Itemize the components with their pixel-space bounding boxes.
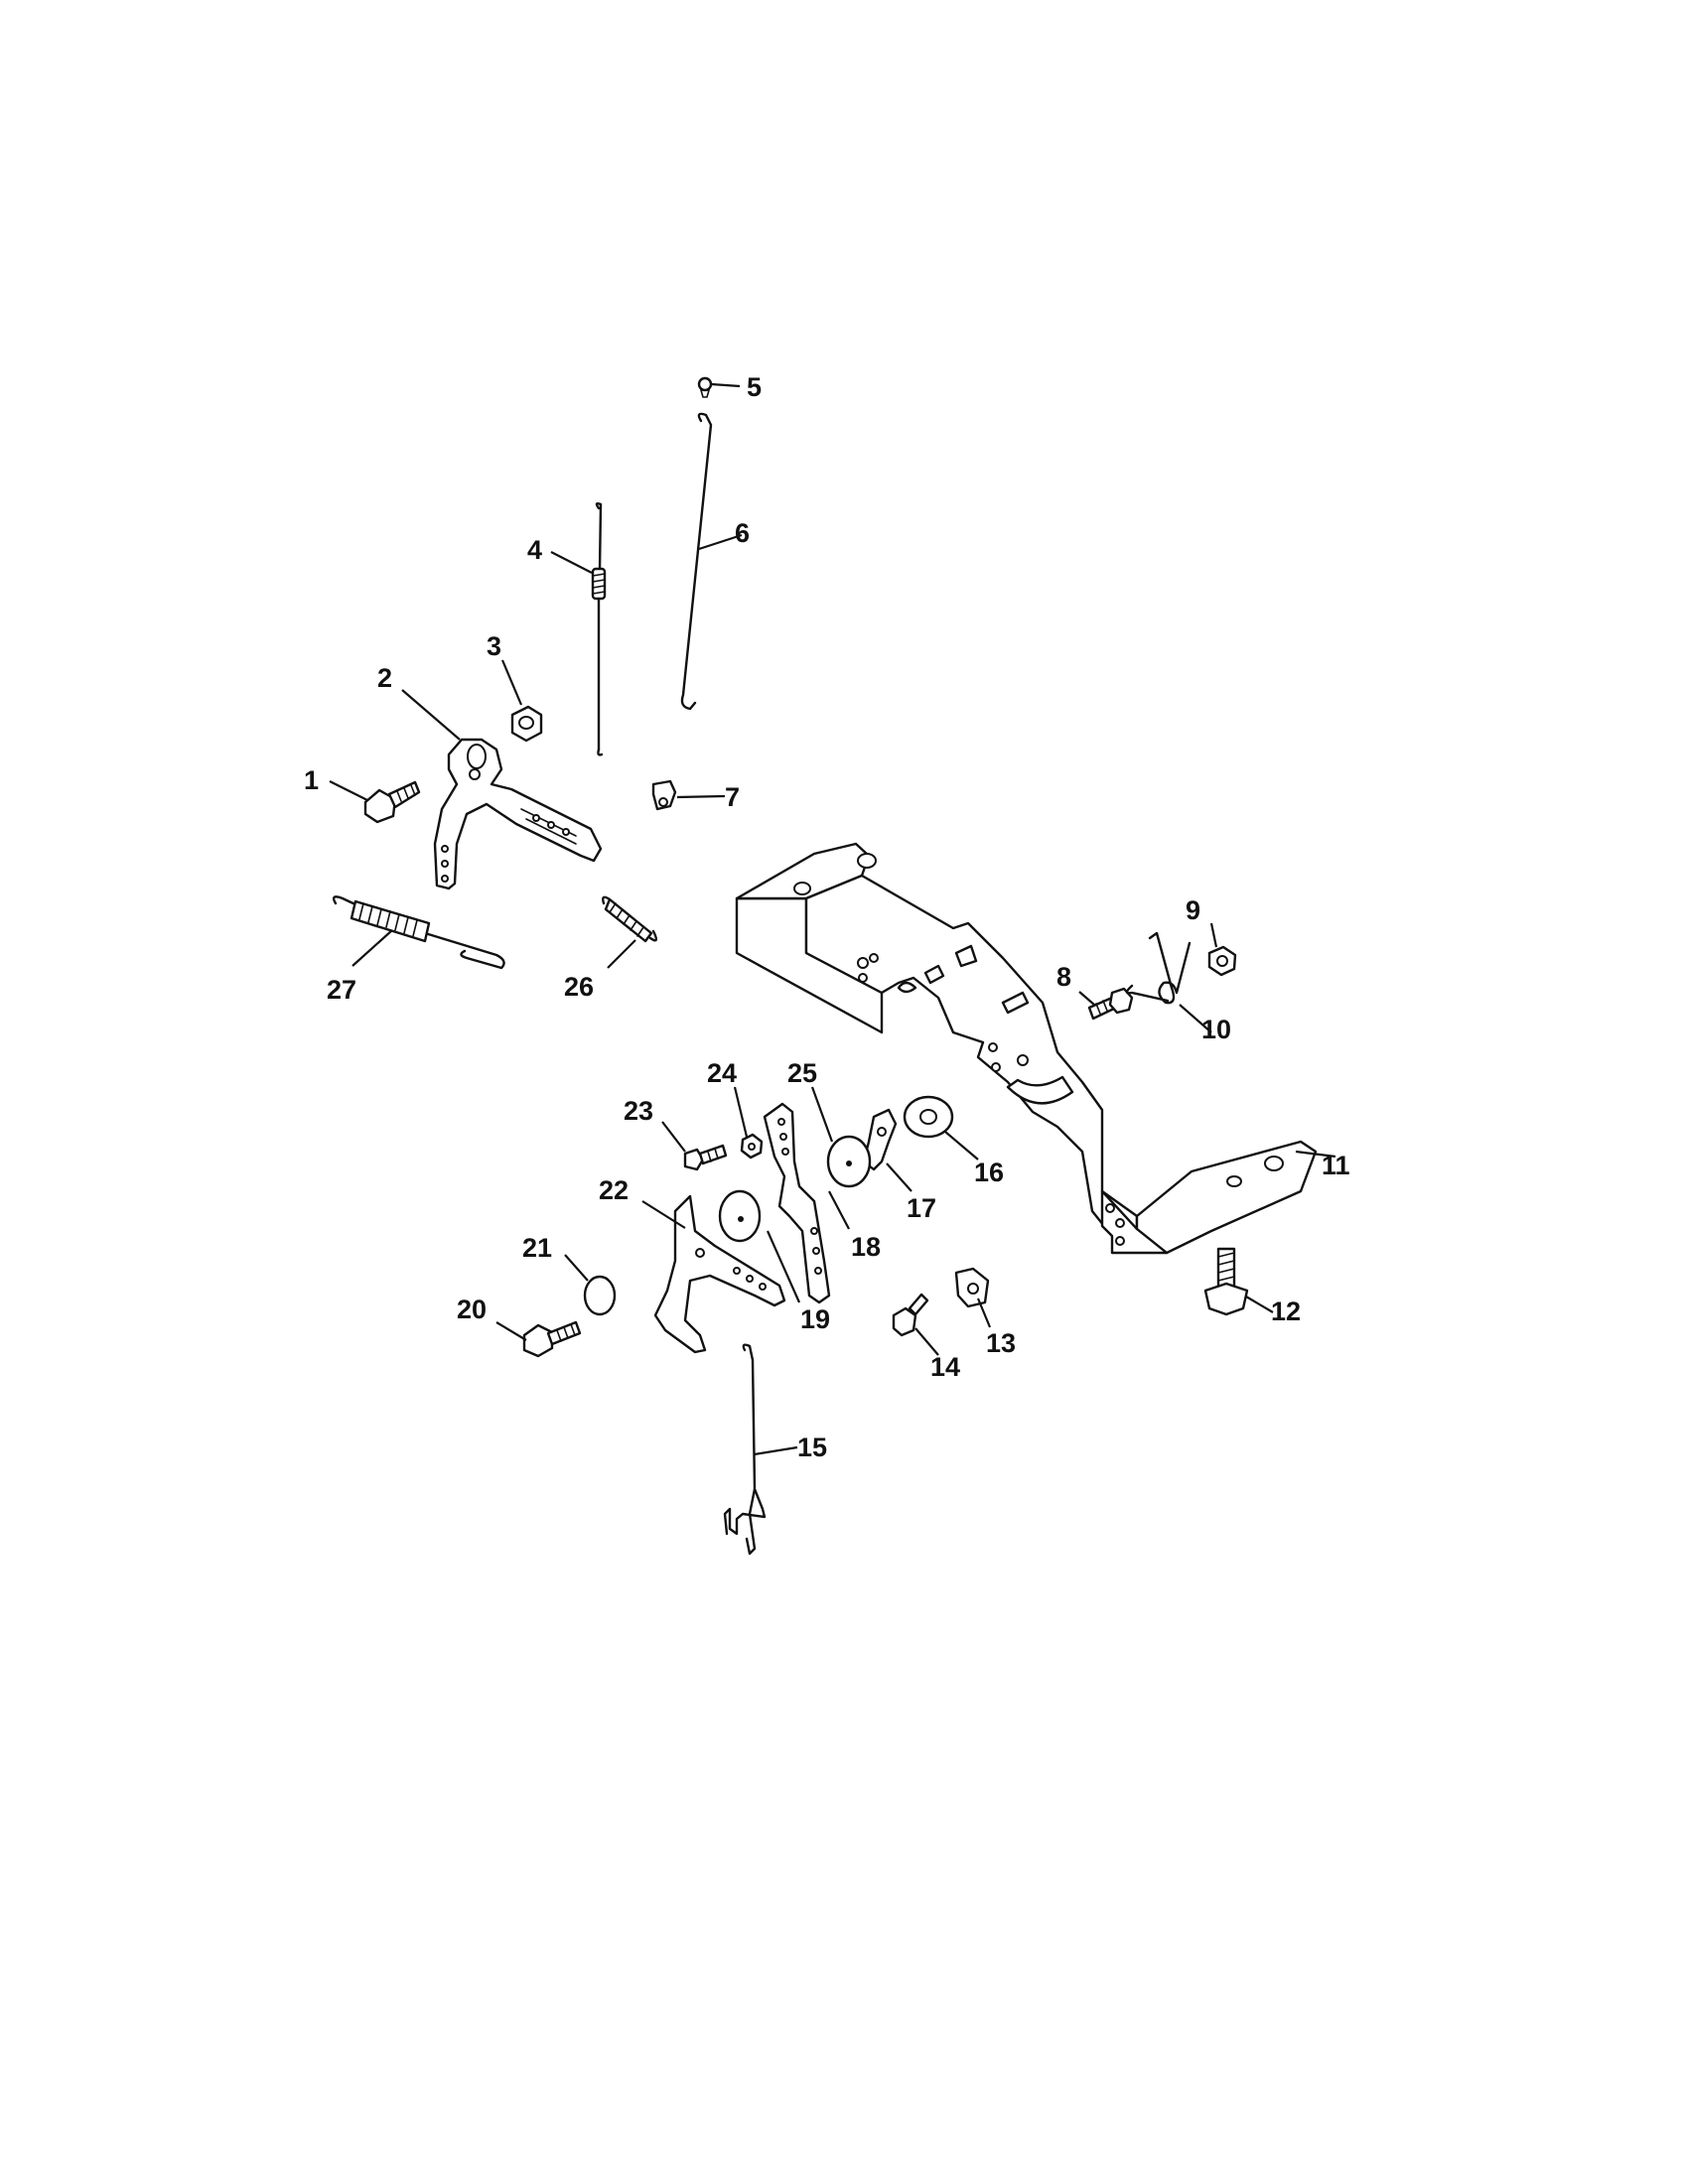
flange-bolt-part-12: [1203, 1247, 1249, 1316]
callout-21: 21: [522, 1233, 552, 1263]
callout-20: 20: [457, 1295, 487, 1324]
throttle-lever-part-18: [763, 1102, 831, 1304]
callout-11: 11: [1322, 1151, 1350, 1180]
governor-spring-rod-part: [591, 501, 607, 756]
screw-part-14: [892, 1293, 929, 1337]
callout-5: 5: [747, 372, 762, 402]
callout-7: 7: [725, 782, 740, 812]
callout-22: 22: [599, 1175, 629, 1205]
throttle-link-part: [680, 412, 713, 711]
bolt-part-1: [363, 780, 421, 824]
clip-part-13: [954, 1267, 990, 1308]
callout-13: 13: [986, 1328, 1016, 1358]
washer-part-16: [903, 1095, 954, 1139]
callout-6: 6: [735, 518, 750, 548]
callout-27: 27: [327, 975, 356, 1005]
leader-lines: [329, 382, 1336, 1456]
callout-10: 10: [1201, 1015, 1231, 1044]
clip-part-7: [651, 779, 677, 811]
governor-lever-part: [433, 738, 603, 890]
washer-part-21: [583, 1275, 617, 1316]
control-bracket-part: [735, 842, 1318, 1255]
nut-part-3: [510, 705, 543, 743]
callout-17: 17: [907, 1193, 936, 1223]
callout-24: 24: [707, 1058, 737, 1088]
washer-part-19: [718, 1189, 762, 1243]
callout-4: 4: [527, 535, 542, 565]
small-spring-part-26: [602, 895, 658, 943]
callout-23: 23: [624, 1096, 653, 1126]
callout-1: 1: [304, 765, 319, 795]
callout-14: 14: [930, 1352, 960, 1382]
bolt-part-8: [1087, 987, 1134, 1021]
link-rod-part-15: [723, 1343, 767, 1556]
screw-part-23: [683, 1144, 728, 1171]
nut-part-9: [1207, 945, 1237, 977]
callout-2: 2: [377, 663, 392, 693]
nut-part-24: [740, 1133, 764, 1160]
callout-15: 15: [797, 1433, 827, 1462]
callout-12: 12: [1271, 1297, 1301, 1326]
bolt-part-20: [522, 1320, 582, 1358]
washer-part-25: [826, 1135, 872, 1188]
callout-26: 26: [564, 972, 594, 1002]
callout-labels: 1 2 3 4 5 6 7 8 9 10 11 12 13 14 15 16 1…: [304, 372, 1350, 1462]
callout-9: 9: [1186, 895, 1200, 925]
large-spring-part-27: [332, 895, 505, 970]
callout-25: 25: [787, 1058, 817, 1088]
callout-8: 8: [1056, 962, 1071, 992]
spring-clip-part-10: [1125, 931, 1192, 1005]
callout-18: 18: [851, 1232, 881, 1262]
callout-3: 3: [487, 631, 501, 661]
callout-19: 19: [800, 1304, 830, 1334]
callout-16: 16: [974, 1158, 1004, 1187]
choke-lever-part-22: [653, 1194, 786, 1354]
clip-part-5: [697, 376, 713, 398]
